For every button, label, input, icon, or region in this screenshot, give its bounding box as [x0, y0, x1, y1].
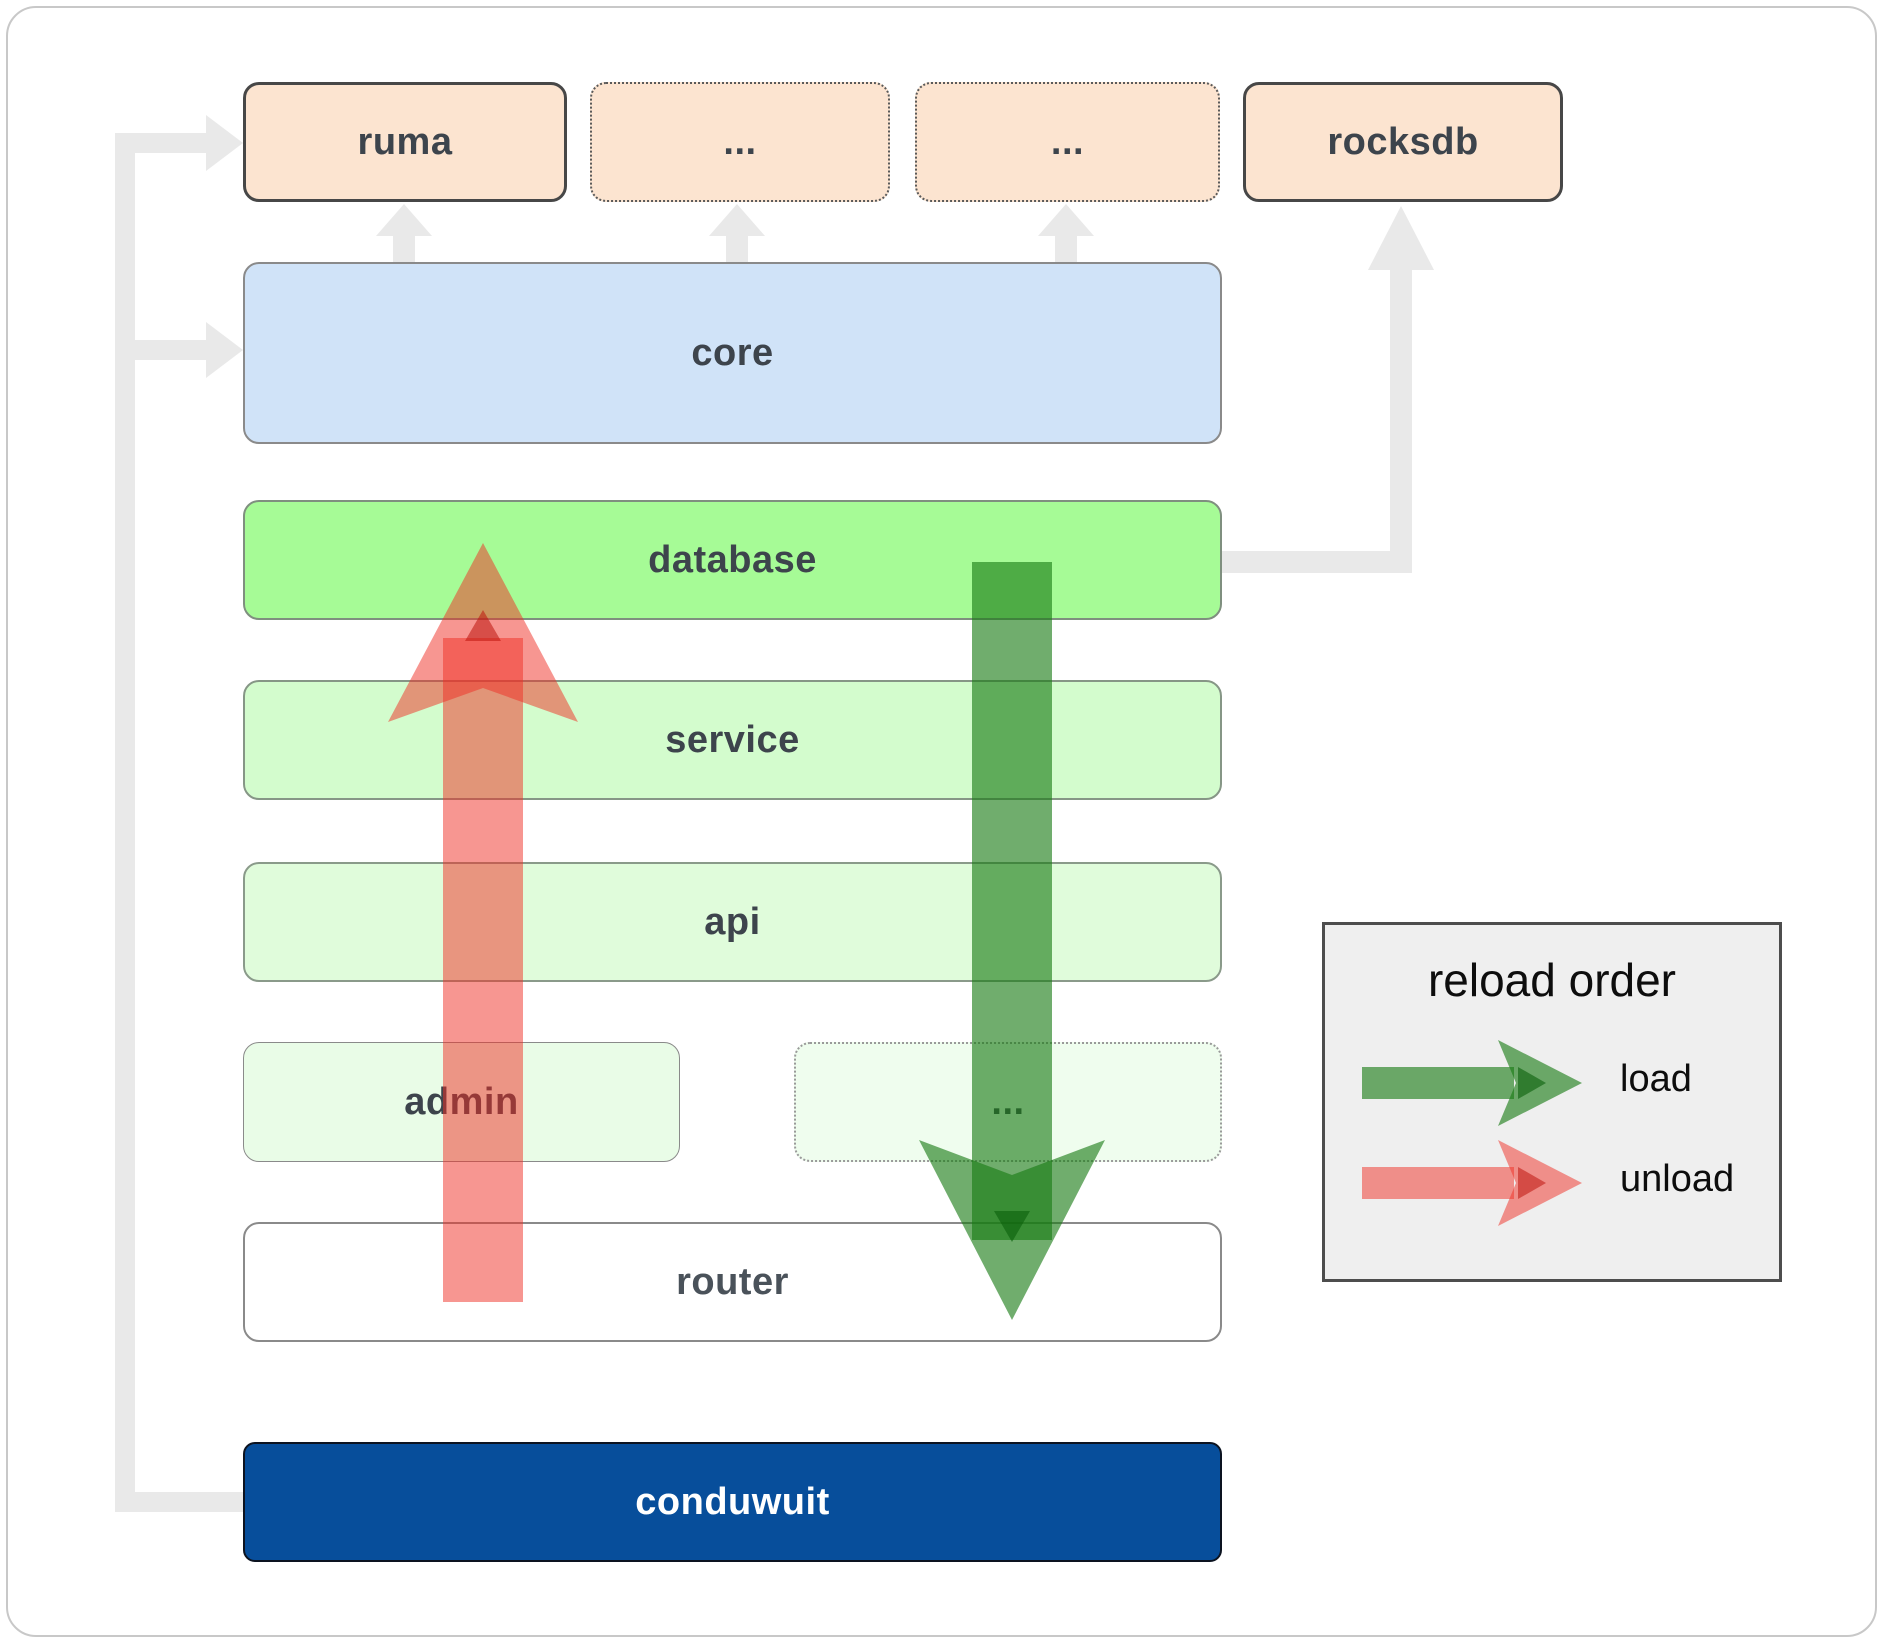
legend-load-label: load: [1620, 1058, 1692, 1100]
box-dependency-1: ...: [590, 82, 890, 202]
box-admin-label: admin: [404, 1080, 519, 1123]
box-ruma: ruma: [243, 82, 567, 202]
box-api-label: api: [704, 900, 761, 943]
box-database: database: [243, 500, 1222, 620]
connector-core-to-ruma: [376, 204, 432, 262]
box-admin: admin: [243, 1042, 680, 1162]
box-rocksdb: rocksdb: [1243, 82, 1563, 202]
connector-core-to-dependency-1: [709, 204, 765, 262]
box-conduwuit: conduwuit: [243, 1442, 1222, 1562]
box-service: service: [243, 680, 1222, 800]
box-core: core: [243, 262, 1222, 444]
box-more-services-label: ...: [991, 1080, 1025, 1123]
box-api: api: [243, 862, 1222, 982]
box-database-label: database: [648, 538, 817, 581]
box-dependency-1-label: ...: [723, 120, 757, 163]
diagram-border: [6, 6, 1877, 1637]
connector-database-to-rocksdb: [1222, 206, 1434, 573]
box-rocksdb-label: rocksdb: [1327, 120, 1479, 163]
box-core-label: core: [691, 331, 774, 374]
box-more-services: ...: [794, 1042, 1222, 1162]
box-router-label: router: [676, 1260, 789, 1303]
box-ruma-label: ruma: [357, 120, 453, 163]
connector-conduwuit-to-ruma-core: [115, 115, 243, 1512]
connector-core-to-dependency-2: [1038, 204, 1094, 262]
box-dependency-2-label: ...: [1050, 120, 1085, 163]
box-dependency-2: ...: [915, 82, 1220, 202]
box-service-label: service: [665, 718, 800, 761]
legend-title: reload order: [1427, 954, 1677, 1006]
legend-unload-label: unload: [1620, 1158, 1735, 1200]
legend-reload-order: reload order: [1322, 922, 1782, 1282]
box-conduwuit-label: conduwuit: [635, 1480, 830, 1523]
box-router: router: [243, 1222, 1222, 1342]
